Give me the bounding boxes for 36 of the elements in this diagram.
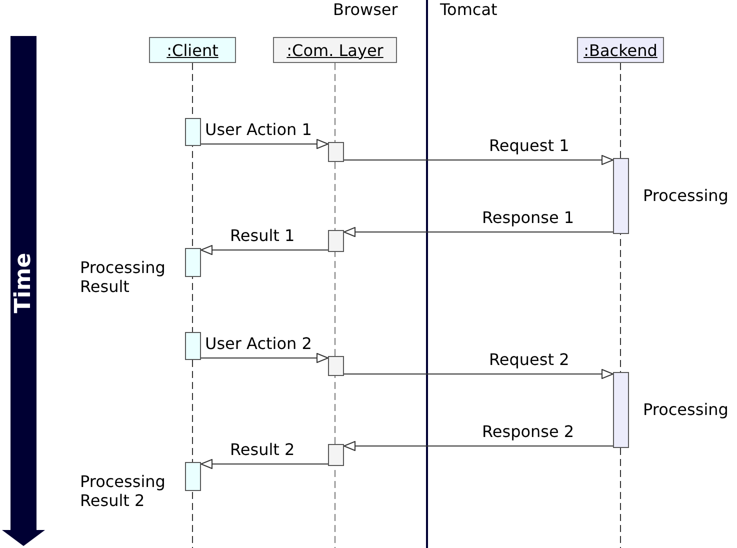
activation-note: Processing Result: [80, 258, 166, 296]
time-label: Time: [12, 252, 36, 314]
message-label: Response 1: [482, 208, 574, 227]
activation-bar: [328, 230, 344, 252]
object-box: [273, 37, 397, 63]
activation-bar: [185, 332, 201, 360]
activation-bar: [328, 142, 344, 162]
tier-label: Tomcat: [440, 0, 498, 19]
message-label: Request 2: [489, 350, 570, 369]
activation-note: Processing: [643, 400, 730, 419]
object-label: :Client: [166, 40, 218, 60]
activation-bar: [328, 356, 344, 376]
activation-note: Processing: [643, 186, 730, 205]
time-arrow: [2, 36, 45, 546]
message-arrow: [344, 369, 614, 379]
message-arrow: [200, 139, 328, 149]
message-arrow: [200, 459, 328, 469]
message-arrow: [344, 441, 614, 451]
message-arrow: [344, 227, 614, 237]
activation-bar: [185, 248, 201, 277]
activation-bar: [185, 462, 201, 491]
object-label: :Com. Layer: [286, 40, 384, 60]
object-box: [149, 37, 236, 63]
message-label: Response 2: [482, 422, 574, 441]
message-label: Request 1: [489, 136, 570, 155]
activation-bar: [185, 118, 201, 146]
activation-bar: [613, 372, 629, 448]
message-arrow: [344, 155, 614, 165]
activation-bar: [328, 444, 344, 466]
activation-bar: [613, 158, 629, 234]
message-arrow: [200, 353, 328, 363]
activation-note: Processing Result 2: [80, 472, 166, 510]
tier-label: Browser: [333, 0, 398, 19]
object-box: [577, 37, 664, 63]
object-label: :Backend: [584, 40, 658, 60]
message-arrow: [200, 245, 328, 255]
